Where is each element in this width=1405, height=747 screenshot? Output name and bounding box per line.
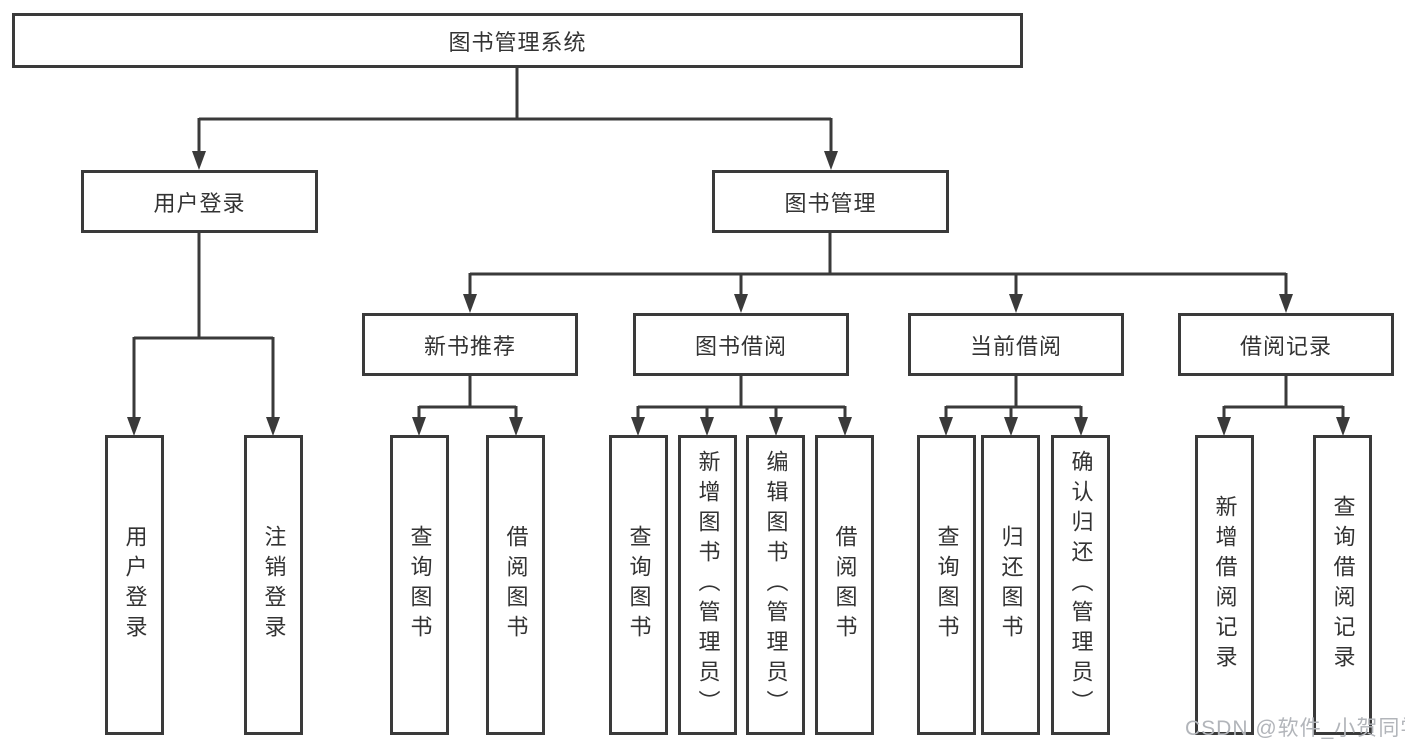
leaf-query-books-current: 查询图书 [917, 435, 976, 735]
node-label: 查询图书 [407, 525, 433, 645]
leaf-query-books-newbook: 查询图书 [390, 435, 449, 735]
leaf-borrow-books: 借阅图书 [815, 435, 874, 735]
node-label: 借阅图书 [503, 525, 529, 645]
node-current-borrow: 当前借阅 [908, 313, 1124, 376]
node-book-management: 图书管理 [712, 170, 949, 233]
node-label: 图书管理系统 [448, 29, 587, 55]
node-label: 新增图书（管理员） [695, 450, 721, 720]
arrow-down-icon [769, 417, 783, 436]
leaf-add-books-admin: 新增图书（管理员） [678, 435, 737, 735]
node-label: 确认归还（管理员） [1068, 450, 1094, 720]
node-label: 借阅图书 [832, 525, 858, 645]
leaf-logout: 注销登录 [244, 435, 303, 735]
csdn-watermark: CSDN @软件_小贺同学 [1185, 717, 1405, 740]
connector-records-subtree [1222, 376, 1345, 418]
arrow-down-icon [412, 417, 426, 436]
node-label: 归还图书 [998, 525, 1024, 645]
arrow-down-icon [1004, 417, 1018, 436]
leaf-query-borrow-record: 查询借阅记录 [1313, 435, 1372, 735]
node-book-borrow: 图书借阅 [633, 313, 849, 376]
arrow-down-icon [1336, 417, 1350, 436]
connector-borrow-subtree [636, 376, 847, 418]
arrow-down-icon [734, 294, 748, 313]
leaf-user-login: 用户登录 [105, 435, 164, 735]
node-label: 新增借阅记录 [1212, 495, 1238, 675]
arrow-down-icon [700, 417, 714, 436]
leaf-query-books-borrow: 查询图书 [609, 435, 668, 735]
node-label: 编辑图书（管理员） [763, 450, 789, 720]
connector-root-to-level2 [197, 68, 833, 151]
node-label: 新书推荐 [423, 333, 516, 359]
leaf-confirm-return-admin: 确认归还（管理员） [1051, 435, 1110, 735]
arrow-down-icon [1009, 294, 1023, 313]
node-user-login: 用户登录 [81, 170, 318, 233]
node-borrow-records: 借阅记录 [1178, 313, 1394, 376]
node-label: 用户登录 [122, 525, 148, 645]
connector-mgmt-to-level3 [468, 233, 1288, 294]
arrow-down-icon [1217, 417, 1231, 436]
arrow-down-icon [192, 151, 206, 170]
leaf-return-books: 归还图书 [981, 435, 1040, 735]
node-label: 图书管理 [784, 190, 877, 216]
node-label: 借阅记录 [1239, 333, 1332, 359]
node-new-book-recommend: 新书推荐 [362, 313, 578, 376]
leaf-edit-books-admin: 编辑图书（管理员） [746, 435, 805, 735]
node-label: 用户登录 [153, 190, 246, 216]
arrow-down-icon [266, 417, 280, 436]
arrow-down-icon [1279, 294, 1293, 313]
node-label: 查询借阅记录 [1330, 495, 1356, 675]
node-root-library-system: 图书管理系统 [12, 13, 1023, 68]
node-label: 当前借阅 [969, 333, 1062, 359]
arrow-down-icon [463, 294, 477, 313]
arrow-down-icon [127, 417, 141, 436]
arrow-down-icon [939, 417, 953, 436]
leaf-borrow-books-newbook: 借阅图书 [486, 435, 545, 735]
node-label: 查询图书 [626, 525, 652, 645]
node-label: 图书借阅 [694, 333, 787, 359]
arrow-down-icon [824, 151, 838, 170]
node-label: 查询图书 [934, 525, 960, 645]
arrow-down-icon [631, 417, 645, 436]
arrow-down-icon [509, 417, 523, 436]
leaf-add-borrow-record: 新增借阅记录 [1195, 435, 1254, 735]
node-label: 注销登录 [261, 525, 287, 645]
connector-current-subtree [944, 376, 1083, 418]
arrow-down-icon [838, 417, 852, 436]
arrow-down-icon [1074, 417, 1088, 436]
connector-newbook-subtree [417, 376, 518, 418]
arrowheads [127, 151, 1350, 436]
connector-user-subtree [132, 233, 275, 417]
